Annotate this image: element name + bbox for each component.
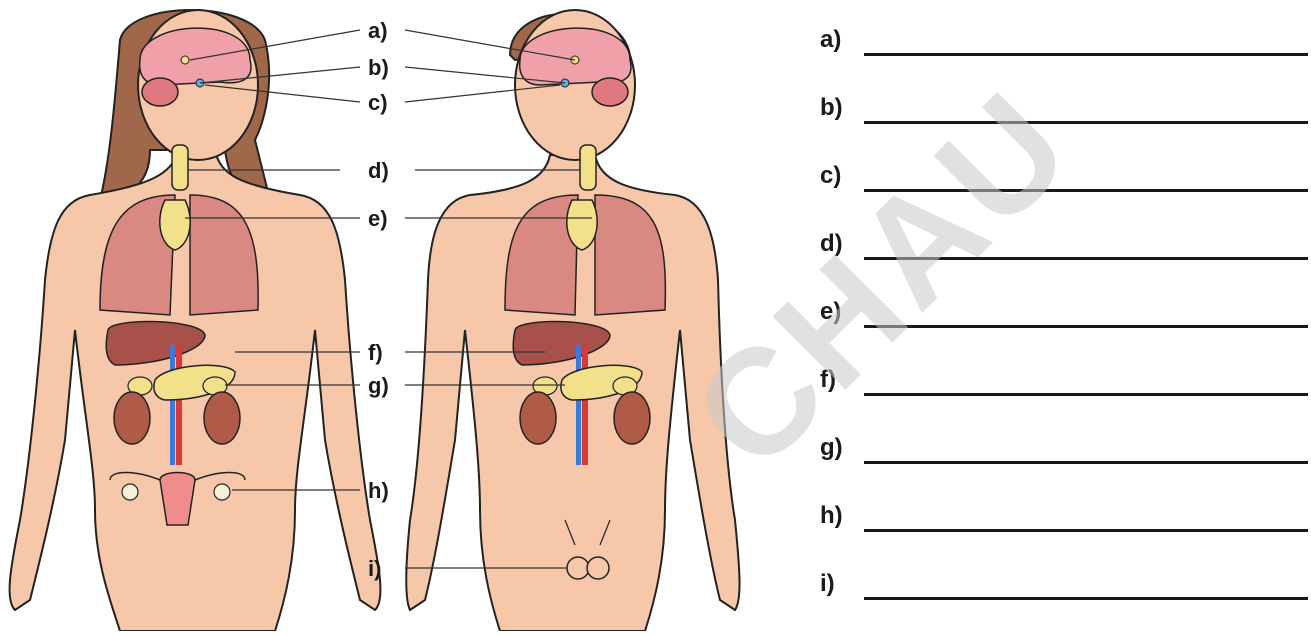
male-trachea	[580, 145, 596, 190]
male-thymus	[567, 200, 597, 250]
answer-letter: h)	[820, 502, 843, 530]
answer-row-c[interactable]: c)	[820, 158, 1308, 198]
male-artery	[582, 345, 588, 465]
label-i: i)	[368, 556, 381, 582]
female-cerebellum	[142, 78, 178, 106]
male-vein	[576, 345, 581, 465]
answer-row-a[interactable]: a)	[820, 22, 1308, 62]
answer-blank-line[interactable]	[864, 393, 1308, 396]
answer-row-i[interactable]: i)	[820, 566, 1308, 606]
male-testis-right	[587, 557, 609, 579]
female-brain	[140, 28, 251, 85]
answer-blank-line[interactable]	[864, 189, 1308, 192]
label-a: a)	[368, 18, 388, 44]
female-pineal	[181, 56, 189, 64]
answer-blank-line[interactable]	[864, 325, 1308, 328]
label-c: c)	[368, 90, 388, 116]
female-uterus	[160, 473, 195, 526]
answer-letter: f)	[820, 366, 836, 394]
answer-row-e[interactable]: e)	[820, 294, 1308, 334]
answer-blank-line[interactable]	[864, 121, 1308, 124]
male-kidney-right	[614, 392, 650, 444]
label-d: d)	[368, 158, 389, 184]
answer-blank-line[interactable]	[864, 597, 1308, 600]
female-ovary-right	[214, 484, 230, 500]
answer-row-b[interactable]: b)	[820, 90, 1308, 130]
answer-letter: a)	[820, 26, 841, 54]
answer-letter: c)	[820, 162, 841, 190]
female-artery	[176, 345, 182, 465]
label-f: f)	[368, 340, 383, 366]
female-ovary-left	[122, 484, 138, 500]
answer-blank-line[interactable]	[864, 257, 1308, 260]
male-figure	[406, 10, 739, 631]
answer-letter: e)	[820, 298, 841, 326]
female-figure	[10, 10, 381, 631]
label-g: g)	[368, 373, 389, 399]
answer-blank-line[interactable]	[864, 461, 1308, 464]
female-vein	[170, 345, 175, 465]
male-kidney-left	[520, 392, 556, 444]
answer-letter: b)	[820, 94, 843, 122]
label-b: b)	[368, 55, 389, 81]
male-testis-left	[567, 557, 589, 579]
answer-blank-line[interactable]	[864, 529, 1308, 532]
answer-row-f[interactable]: f)	[820, 362, 1308, 402]
answer-row-d[interactable]: d)	[820, 226, 1308, 266]
answer-row-h[interactable]: h)	[820, 498, 1308, 538]
answer-blank-line[interactable]	[864, 53, 1308, 56]
answer-letter: d)	[820, 230, 843, 258]
answer-letter: i)	[820, 570, 835, 598]
answer-letter: g)	[820, 434, 843, 462]
label-e: e)	[368, 206, 388, 232]
female-kidney-right	[204, 392, 240, 444]
label-h: h)	[368, 478, 389, 504]
female-trachea	[172, 145, 188, 190]
male-cerebellum	[592, 78, 628, 106]
answer-row-g[interactable]: g)	[820, 430, 1308, 470]
female-thymus	[160, 200, 190, 250]
female-kidney-left	[114, 392, 150, 444]
